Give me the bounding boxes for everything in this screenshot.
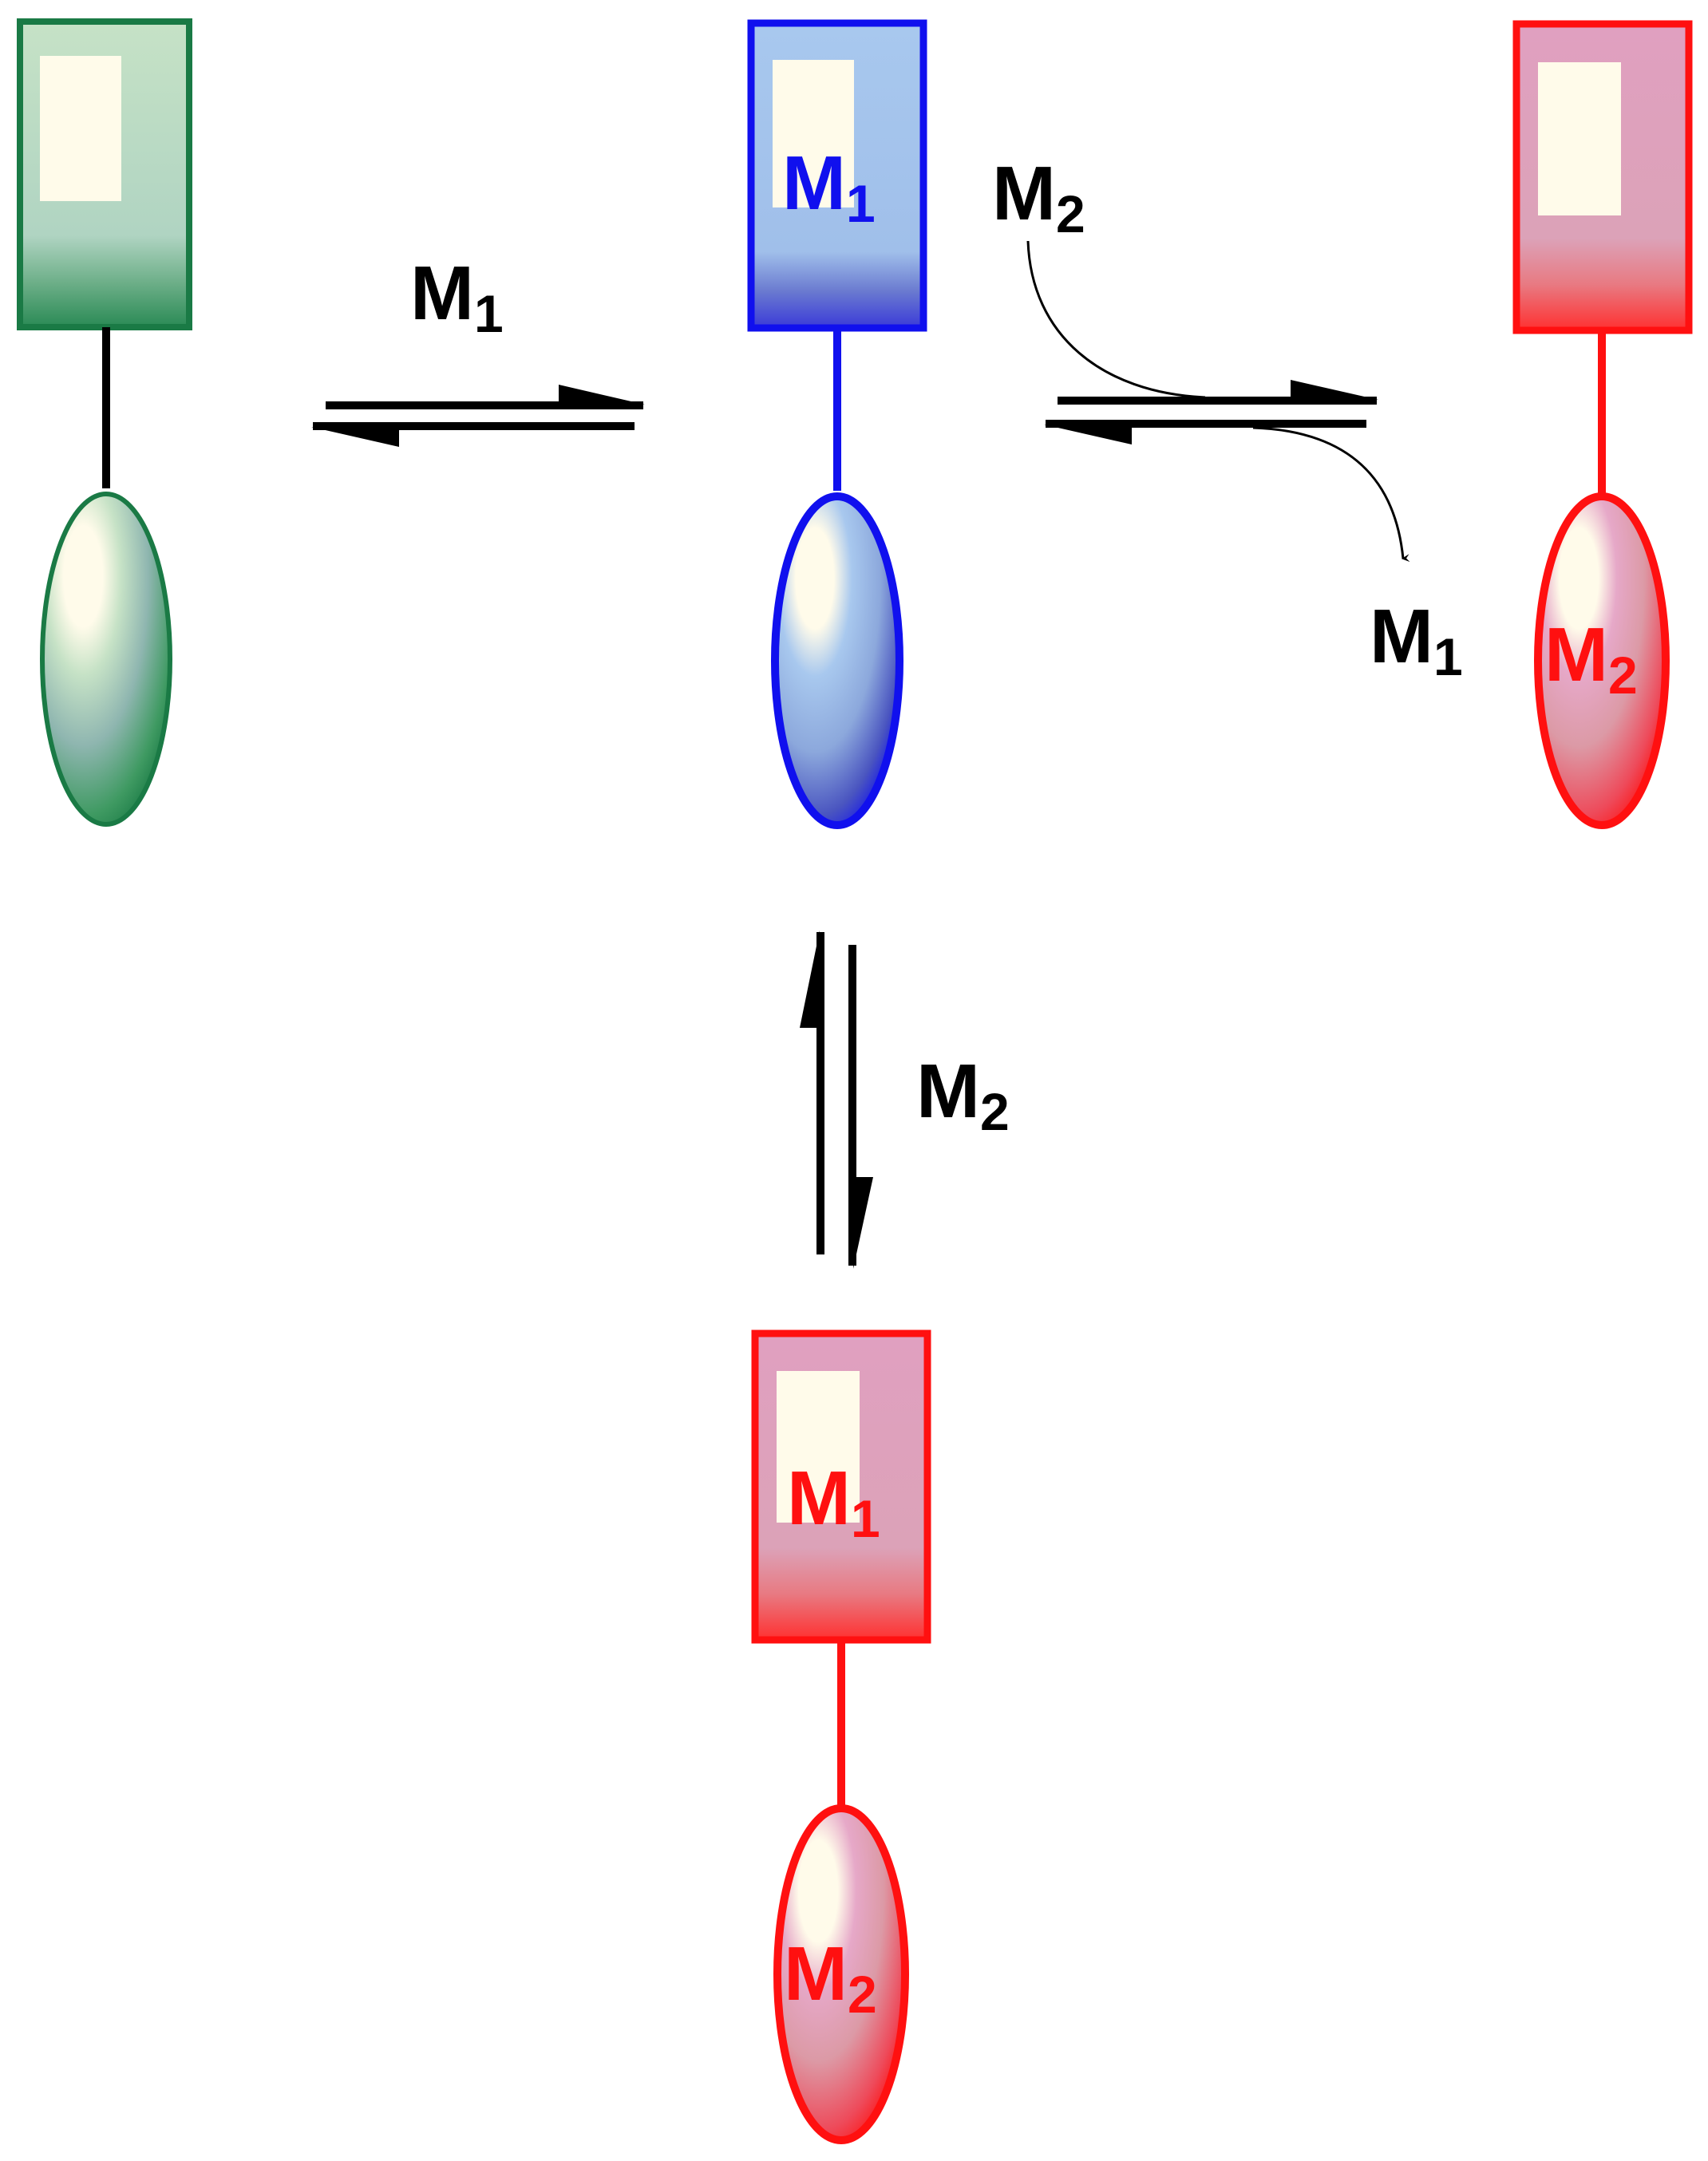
receptor-tail-ellipse — [40, 492, 172, 827]
head-metal-label: M1 — [787, 1456, 880, 1548]
equilibrium-arrow-1: M1 — [311, 251, 645, 447]
equilibrium-arrow-2: M2 M1 — [992, 151, 1463, 686]
released-metal-label: M1 — [1370, 594, 1463, 686]
m1-m2-complex: M1 M2 — [751, 1329, 931, 2144]
m2-tail-complex: M2 — [1512, 20, 1693, 829]
outgoing-curve — [1252, 426, 1410, 563]
head-metal-label: M1 — [782, 140, 876, 233]
tail-metal-label: M2 — [784, 1931, 877, 2024]
equilibrium-arrow-3: M2 — [800, 930, 1010, 1269]
head-highlight — [40, 56, 121, 201]
head-highlight — [777, 1371, 860, 1523]
m1-complex: M1 — [747, 19, 927, 829]
incoming-metal-label: M2 — [992, 151, 1085, 243]
reagent-label: M1 — [410, 251, 504, 343]
receptor-tail-ellipse — [1534, 492, 1670, 829]
reagent-label: M2 — [916, 1049, 1010, 1141]
incoming-curve — [1026, 240, 1206, 399]
receptor-tail-ellipse — [773, 1804, 909, 2144]
head-highlight — [773, 60, 854, 207]
receptor-tail-ellipse — [771, 492, 903, 829]
tail-metal-label: M2 — [1544, 612, 1638, 705]
head-highlight — [1538, 62, 1621, 215]
free-receptor — [17, 18, 192, 827]
